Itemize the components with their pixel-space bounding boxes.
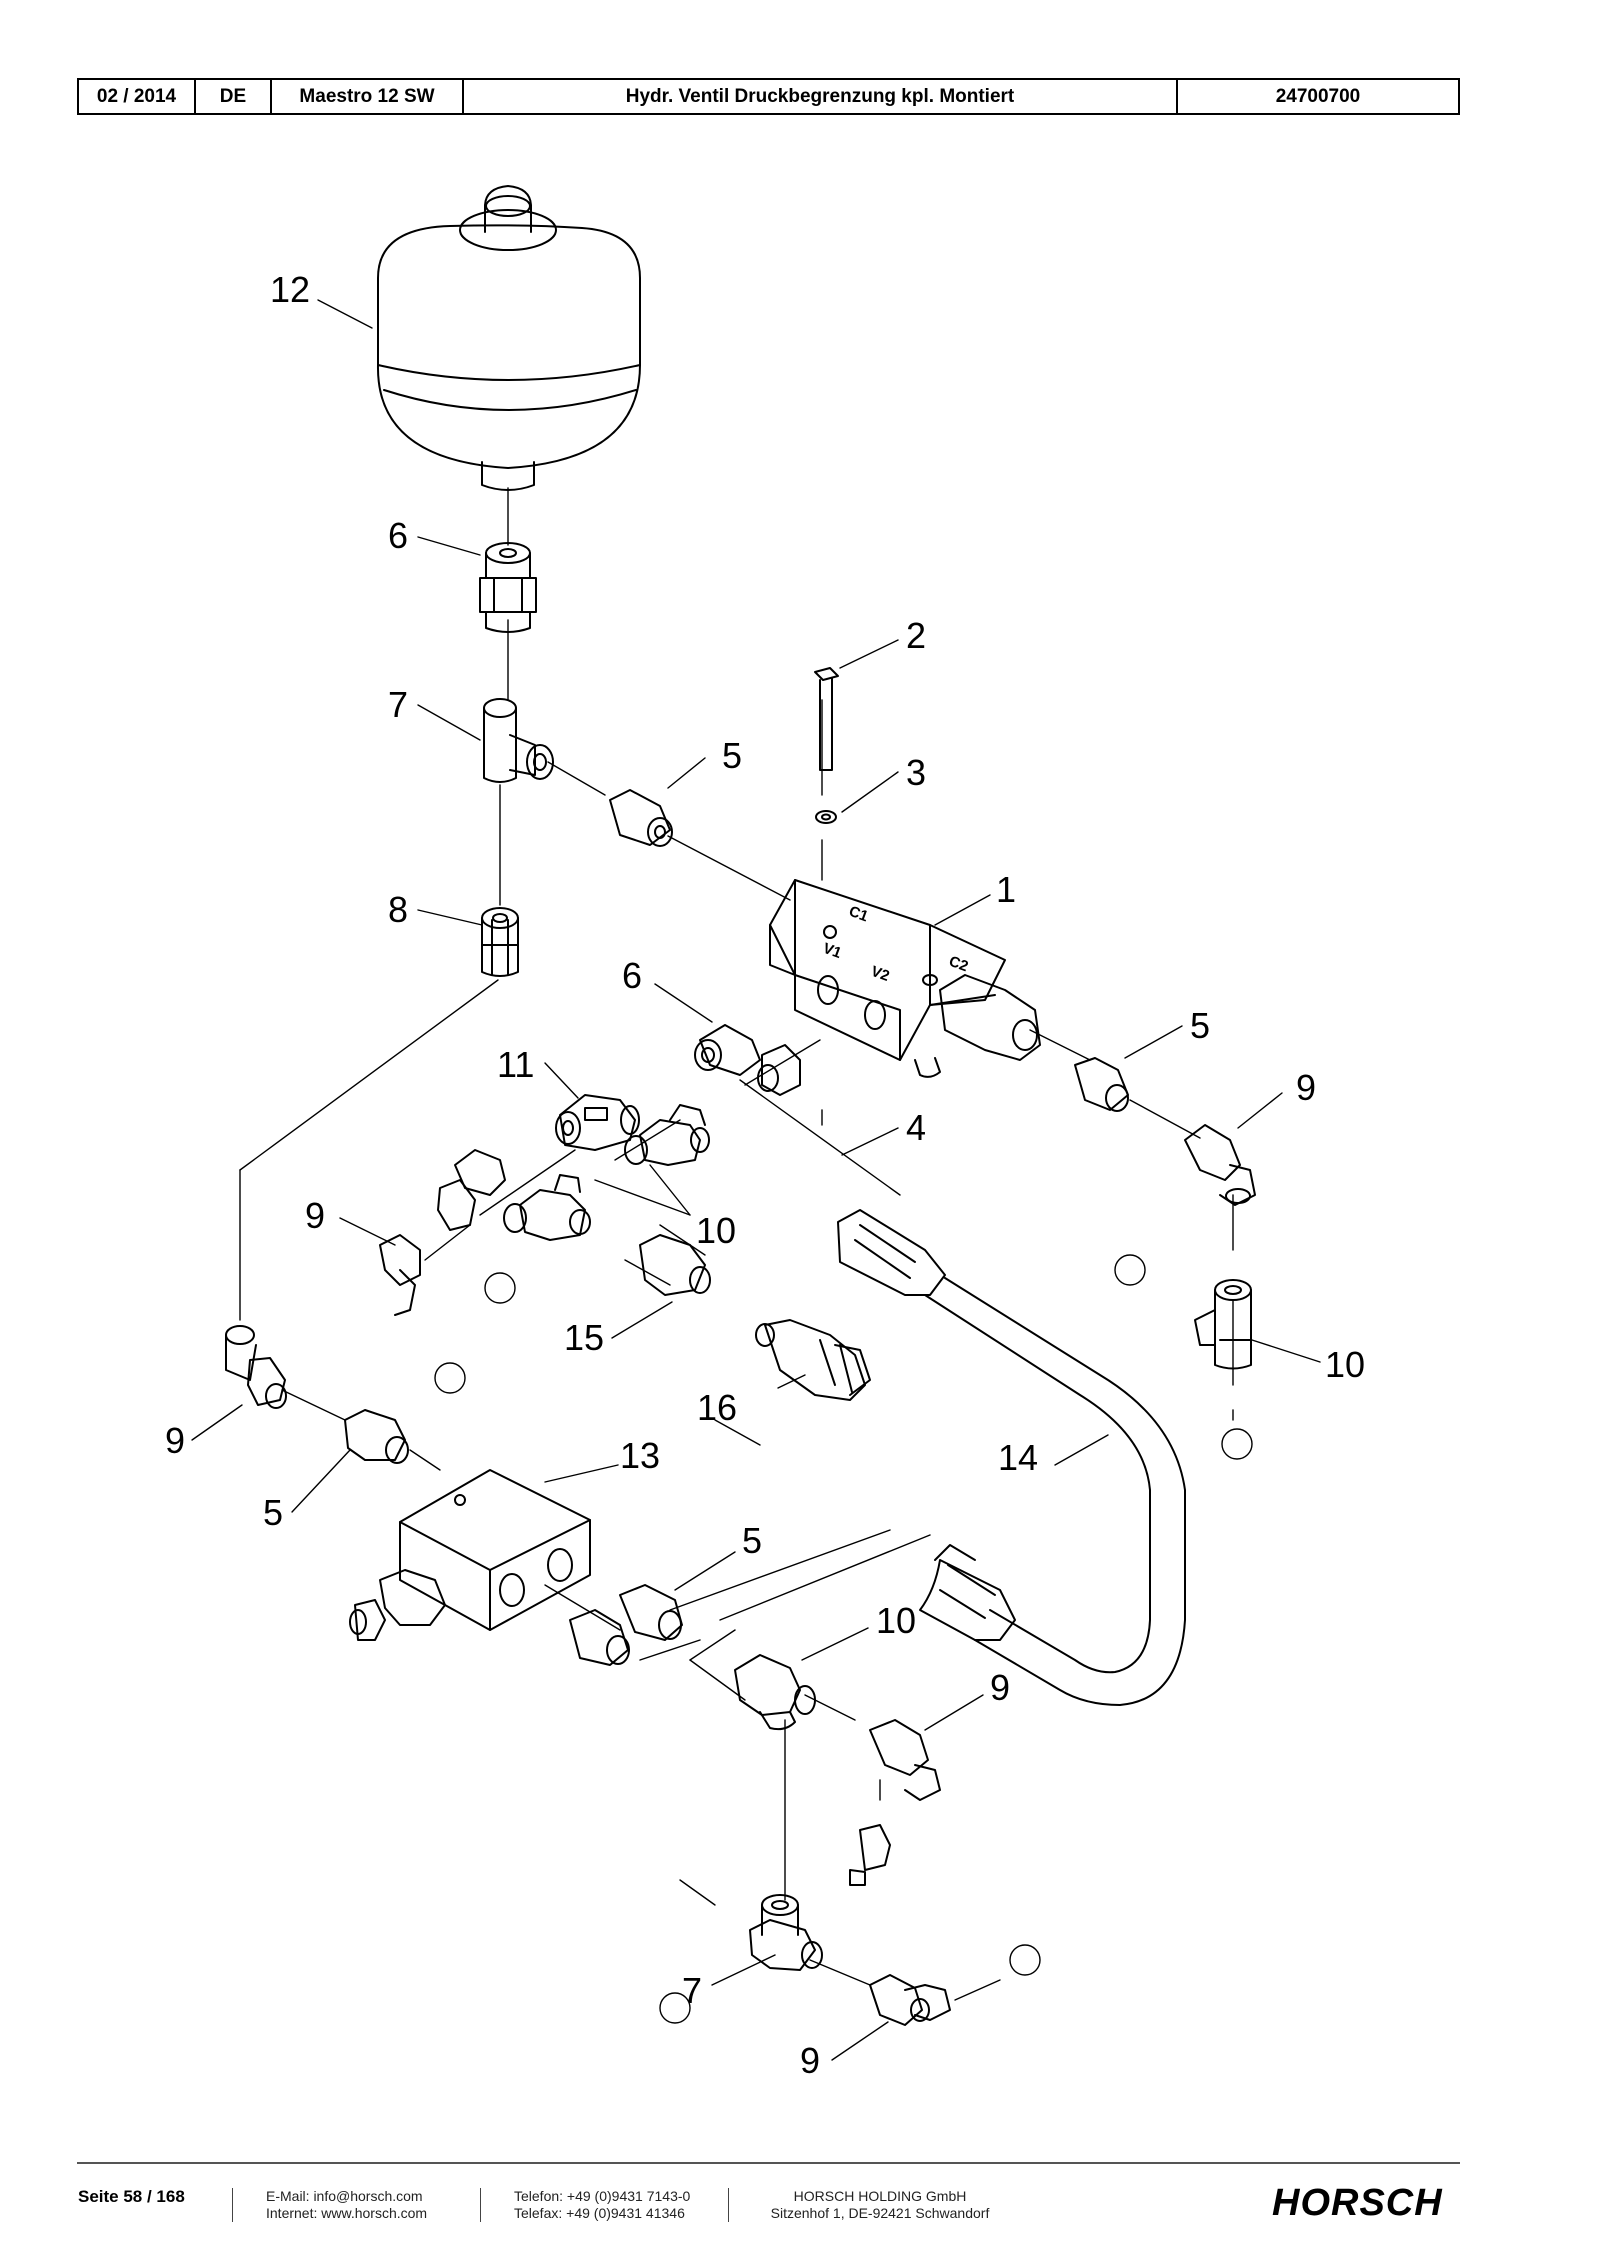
callout-5: 5 [722, 735, 742, 776]
footer-address: Sitzenhof 1, DE-92421 Schwandorf [770, 2205, 990, 2221]
valve-block-part-13 [349, 1469, 591, 1641]
callout-9: 9 [990, 1667, 1010, 1708]
callout-4: 4 [906, 1107, 926, 1148]
callout-1: 1 [996, 869, 1016, 910]
callout-10: 10 [696, 1210, 736, 1251]
footer-rule [77, 2162, 1460, 2164]
callout-9: 9 [800, 2040, 820, 2081]
callout-14: 14 [998, 1437, 1038, 1478]
title-cell: Hydr. Ventil Druckbegrenzung kpl. Montie… [464, 80, 1178, 113]
callout-9: 9 [305, 1195, 325, 1236]
tee-part-7-top [483, 698, 554, 783]
elbow-part-9-lower [849, 1719, 941, 1886]
callout-10: 10 [1325, 1344, 1365, 1385]
tee-part-7-lower [749, 1894, 823, 1971]
svg-text:C1: C1 [847, 903, 871, 926]
callout-7: 7 [388, 684, 408, 725]
continuation-markers [434, 1254, 1253, 2024]
callout-16: 16 [697, 1387, 737, 1428]
callout-6: 6 [622, 955, 642, 996]
tee-part-10-lower [734, 1654, 816, 1731]
part-number-cell: 24700700 [1275, 85, 1361, 107]
check-valve-part-11 [555, 1094, 640, 1151]
elbow-part-9-right [1184, 1124, 1256, 1206]
footer-fax: Telefax: +49 (0)9431 41346 [514, 2205, 685, 2221]
callout-9: 9 [1296, 1067, 1316, 1108]
callout-7: 7 [682, 1970, 702, 2011]
callout-13: 13 [620, 1435, 660, 1476]
adaptor-part-5-c [344, 1409, 409, 1464]
washer-part-3 [815, 810, 837, 824]
callout-6: 6 [388, 515, 408, 556]
model-cell: Maestro 12 SW [272, 80, 464, 113]
language-cell: DE [196, 80, 272, 113]
footer-company-block: HORSCH HOLDING GmbH Sitzenhof 1, DE-9242… [760, 2188, 1000, 2222]
callout-11: 11 [497, 1044, 534, 1085]
callout-3: 3 [906, 752, 926, 793]
leader-lines [191, 299, 1321, 2061]
callout-9: 9 [165, 1420, 185, 1461]
elbow-part-9-left-lower [225, 1325, 287, 1409]
callout-2: 2 [906, 615, 926, 656]
adaptor-part-5-mid [757, 1044, 801, 1096]
adaptor-part-5-a [609, 789, 673, 847]
footer-contact-phone: Telefon: +49 (0)9431 7143-0 Telefax: +49… [514, 2188, 690, 2222]
svg-text:V2: V2 [869, 963, 892, 985]
valve-markings: C1 V1 V2 C2 [821, 903, 971, 985]
pressure-switch-part-16 [755, 1319, 871, 1401]
nut-part-8 [481, 907, 519, 977]
connection-lines [239, 487, 1234, 2001]
footer-company: HORSCH HOLDING GmbH [793, 2188, 967, 2204]
callout-10: 10 [876, 1600, 916, 1641]
footer-email[interactable]: E-Mail: info@horsch.com [266, 2188, 423, 2204]
footer-internet[interactable]: Internet: www.horsch.com [266, 2205, 428, 2221]
callout-15: 15 [564, 1317, 604, 1358]
title-block: 02 / 2014 DE Maestro 12 SW Hydr. Ventil … [77, 78, 1460, 115]
adaptor-part-6-mid [694, 1024, 761, 1076]
tee-part-10-mid [503, 1104, 710, 1241]
page-number: Seite 58 / 168 [78, 2187, 185, 2206]
footer-separator [480, 2188, 481, 2222]
bolt-part-2 [814, 667, 839, 771]
svg-text:V1: V1 [821, 940, 844, 962]
elbow-part-9-bottom [869, 1974, 951, 2026]
callout-12: 12 [270, 269, 310, 310]
adaptor-part-5-b [1074, 1057, 1129, 1112]
adaptor-part-6-top [479, 542, 537, 633]
callout-5: 5 [742, 1520, 762, 1561]
callout-5: 5 [263, 1492, 283, 1533]
elbow-part-9-left-upper [379, 1149, 506, 1316]
footer-separator [232, 2188, 233, 2222]
footer-contact-web: E-Mail: info@horsch.com Internet: www.ho… [266, 2188, 427, 2222]
footer-phone: Telefon: +49 (0)9431 7143-0 [514, 2188, 691, 2204]
valve-block-part-1 [769, 879, 1041, 1078]
svg-text:C2: C2 [947, 953, 971, 976]
accumulator-part-12 [376, 185, 641, 491]
hose-part-14 [837, 1209, 1186, 1706]
tee-part-10-right [1194, 1279, 1252, 1370]
horsch-logo: HORSCH [1272, 2182, 1443, 2224]
adaptor-part-15 [639, 1234, 711, 1296]
callout-8: 8 [388, 889, 408, 930]
adaptor-part-5-d [569, 1584, 683, 1666]
footer-separator [728, 2188, 729, 2222]
callout-5: 5 [1190, 1005, 1210, 1046]
callout-labels: 12 6 2 7 5 3 8 1 6 5 11 9 4 9 10 15 10 1… [165, 269, 1365, 2081]
date-cell: 02 / 2014 [79, 80, 196, 113]
